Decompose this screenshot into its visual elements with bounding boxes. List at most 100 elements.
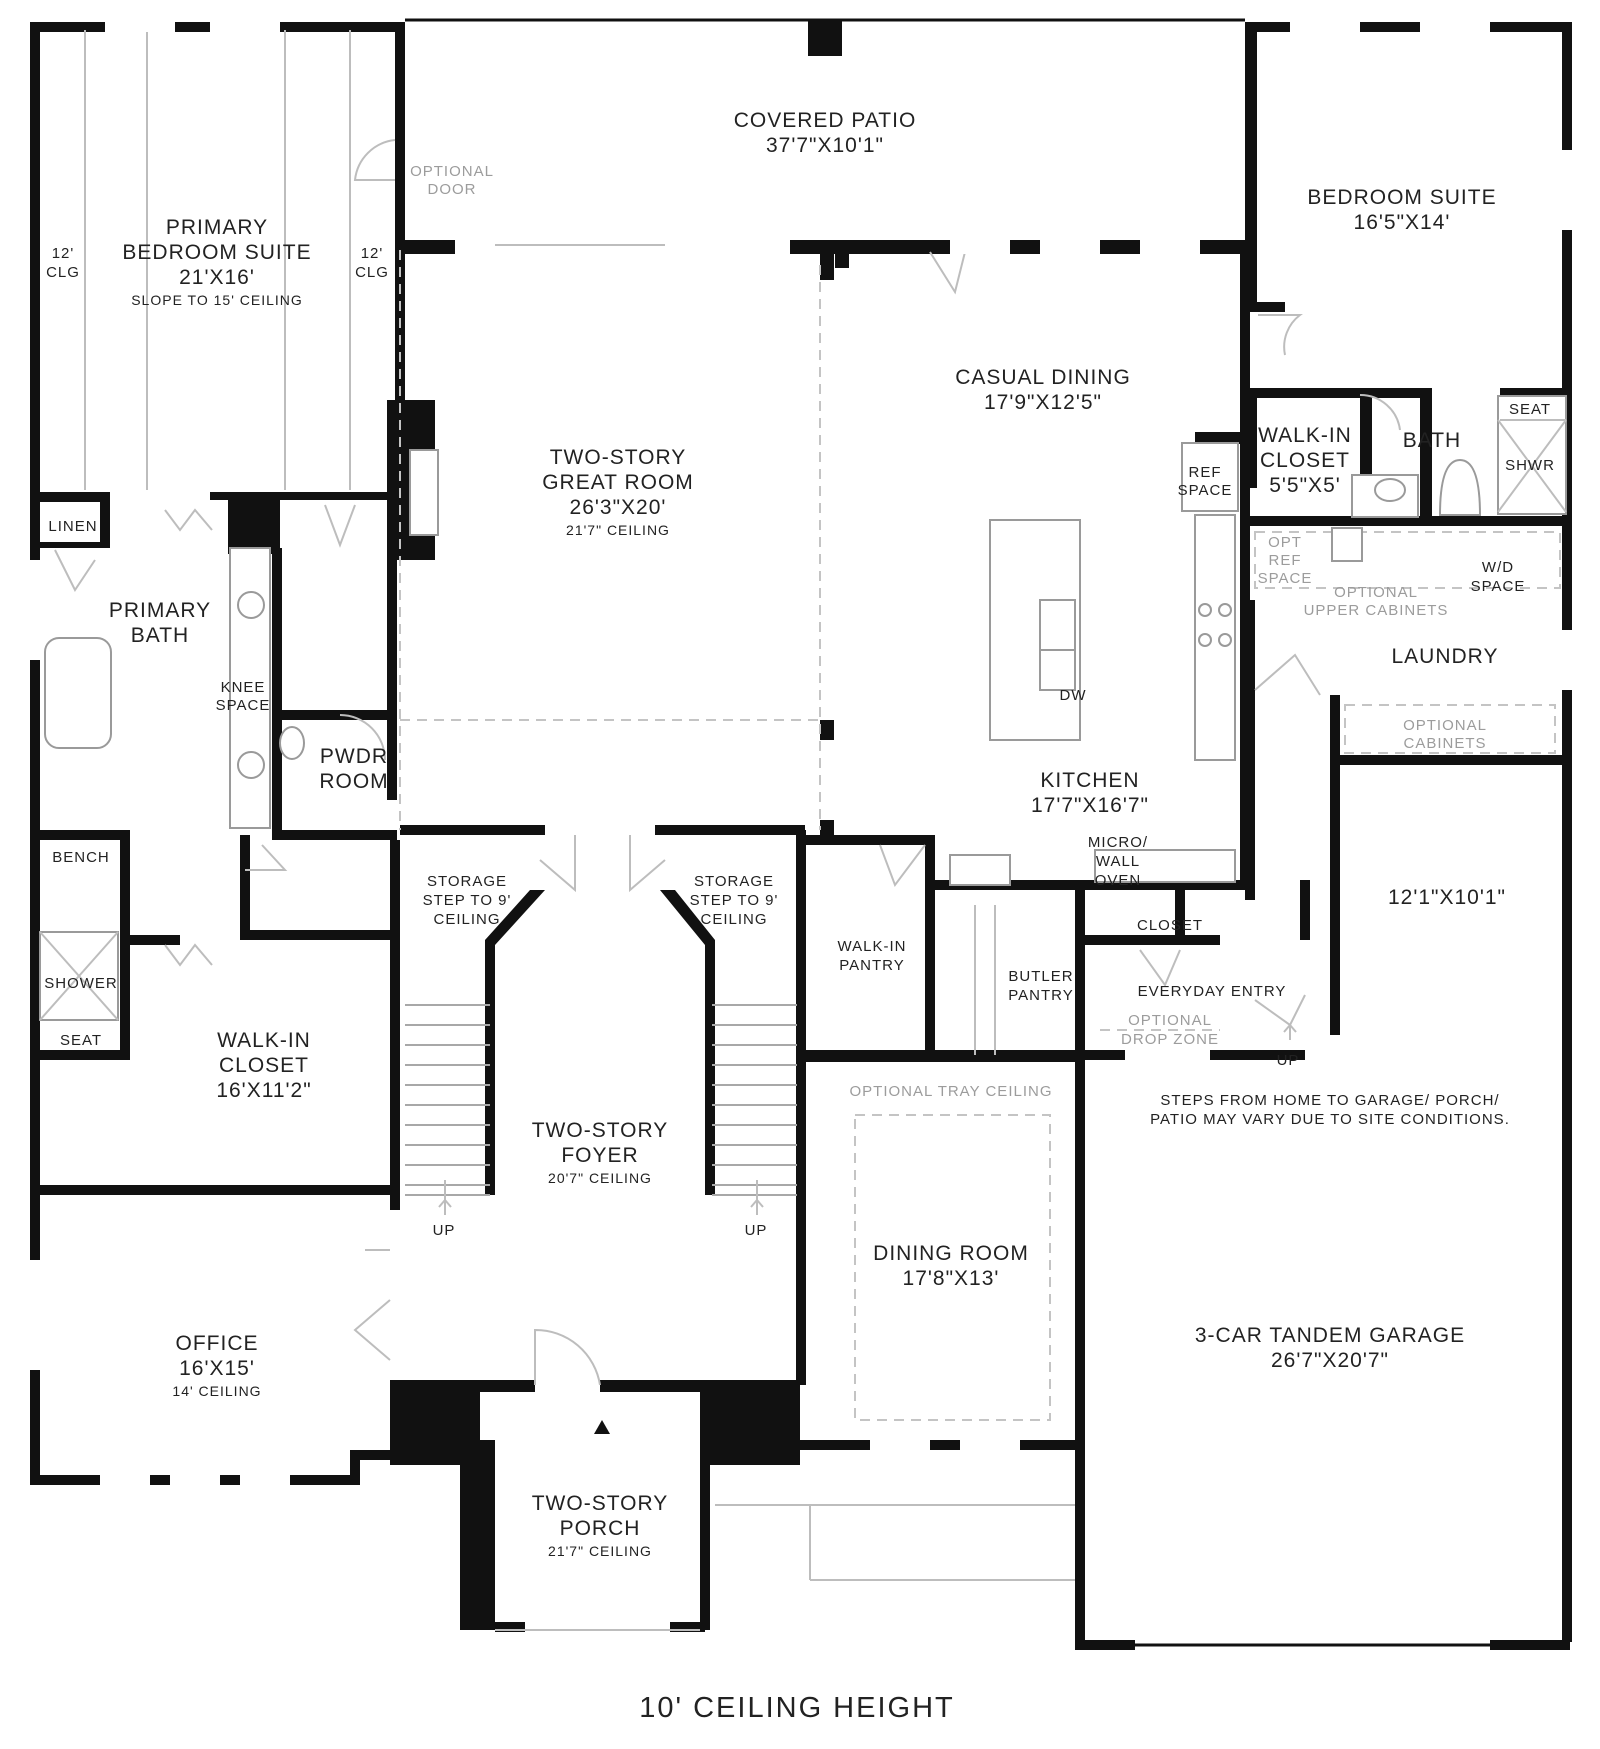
primary-bath-2: BATH [131,624,189,647]
garage-nook-dim: 12'1"X10'1" [1388,886,1506,909]
wd-space-1: W/D [1482,559,1514,576]
kitchen-name: KITCHEN [1040,769,1139,792]
closet-label: CLOSET [1137,917,1203,934]
walkin-closet-small-dim: 5'5"X5' [1269,474,1341,497]
primary-bedroom-line1: PRIMARY [166,216,268,239]
storage-right-2: STEP TO 9' [690,892,779,909]
bedroom-suite-name: BEDROOM SUITE [1307,186,1496,209]
entry-arrow-icon [594,1420,610,1434]
porch-1: TWO-STORY [532,1492,669,1515]
storage-right-3: CEILING [700,911,767,928]
opt-ref-1: OPT [1268,534,1302,551]
up-left: UP [433,1222,456,1239]
clg-left-2: CLG [46,264,80,281]
dining-room-dim: 17'8"X13' [903,1267,1000,1290]
walkin-pantry-1: WALK-IN [838,938,907,955]
casual-dining-name: CASUAL DINING [955,366,1131,389]
great-room-line2: GREAT ROOM [542,471,694,494]
right-stair [712,1004,797,1196]
walkin-pantry-2: PANTRY [839,957,904,974]
garage-dim: 26'7"X20'7" [1271,1349,1389,1372]
up-right: UP [745,1222,768,1239]
bath-name: BATH [1403,429,1461,452]
steps-note-2: PATIO MAY VARY DUE TO SITE CONDITIONS. [1150,1111,1510,1128]
room-labels: COVERED PATIO 37'7"X10'1" OPTIONAL DOOR … [44,109,1555,1559]
foyer-2: FOYER [561,1144,638,1167]
casual-dining-dim: 17'9"X12'5" [984,391,1102,414]
foyer-note: 20'7" CEILING [548,1170,652,1186]
linen-label: LINEN [48,518,97,535]
walkin-closet-small-1: WALK-IN [1258,424,1352,447]
great-room-note: 21'7" CEILING [566,522,670,538]
up-arrow-icons [438,1023,1297,1215]
walkin-closet-small-2: CLOSET [1260,449,1350,472]
porch-note: 21'7" CEILING [548,1543,652,1559]
clg-right-2: CLG [355,264,389,281]
shower-label: SHOWER [44,975,118,992]
ref-space-2: SPACE [1178,482,1233,499]
opt-ref-3: SPACE [1258,570,1313,587]
optional-door-label-2: DOOR [428,181,477,198]
garage-name: 3-CAR TANDEM GARAGE [1195,1324,1465,1347]
pwdr-room-1: PWDR [320,745,388,768]
fireplace [409,449,439,536]
primary-bedroom-line2: BEDROOM SUITE [122,241,311,264]
storage-right-1: STORAGE [694,873,774,890]
optional-door-label: OPTIONAL [410,163,494,180]
ceiling-height-caption: 10' CEILING HEIGHT [639,1692,955,1724]
shwr-label: SHWR [1505,457,1555,474]
windows [28,20,1574,1652]
optional-drop-2: DROP ZONE [1121,1031,1219,1048]
butler-pantry-2: PANTRY [1008,987,1073,1004]
knee-space-2: SPACE [216,697,271,714]
optional-cabinets-1: OPTIONAL [1403,717,1487,734]
bedroom-suite-dim: 16'5"X14' [1354,211,1451,234]
seat-top: SEAT [1509,401,1551,418]
office-name: OFFICE [176,1332,259,1355]
walkin-closet-large-1: WALK-IN [217,1029,311,1052]
opt-ref-2: REF [1269,552,1302,569]
great-room-line1: TWO-STORY [550,446,687,469]
wd-space-2: SPACE [1471,578,1526,595]
door-swings [54,139,1401,1386]
covered-patio-dim: 37'7"X10'1" [766,134,884,157]
great-room-dim: 26'3"X20' [570,496,667,519]
walkin-closet-large-dim: 16'X11'2" [216,1079,311,1102]
office-dim: 16'X15' [179,1357,255,1380]
interior-lines [39,30,1567,1631]
ref-space-1: REF [1189,464,1222,481]
porch-2: PORCH [560,1517,641,1540]
optional-upper-2: UPPER CABINETS [1304,602,1449,619]
up-garage: UP [1277,1052,1300,1069]
seat-bottom: SEAT [60,1032,102,1049]
walkin-closet-large-2: CLOSET [219,1054,309,1077]
butler-pantry-1: BUTLER [1008,968,1073,985]
clg-left-1: 12' [52,245,75,262]
micro-1: MICRO/ [1088,834,1148,851]
primary-bath-1: PRIMARY [109,599,211,622]
knee-space-1: KNEE [221,679,266,696]
everyday-entry: EVERYDAY ENTRY [1138,983,1287,1000]
kitchen-dim: 17'7"X16'7" [1031,794,1149,817]
storage-left-1: STORAGE [427,873,507,890]
steps-note-1: STEPS FROM HOME TO GARAGE/ PORCH/ [1160,1092,1499,1109]
optional-cabinets-2: CABINETS [1403,735,1486,752]
foyer-1: TWO-STORY [532,1119,669,1142]
laundry-name: LAUNDRY [1392,645,1499,668]
optional-drop-1: OPTIONAL [1128,1012,1212,1029]
primary-bedroom-note: SLOPE TO 15' CEILING [131,292,303,308]
clg-right-1: 12' [361,245,384,262]
micro-3: OVEN [1095,872,1142,889]
optional-tray: OPTIONAL TRAY CEILING [850,1083,1053,1100]
dw-label: DW [1060,687,1087,704]
primary-bedroom-dim: 21'X16' [179,266,255,289]
micro-2: WALL [1096,853,1140,870]
bench-label: BENCH [52,849,110,866]
stairs [405,1004,797,1205]
left-stair [405,1004,490,1196]
optional-upper-1: OPTIONAL [1334,584,1418,601]
dining-room-name: DINING ROOM [873,1242,1029,1265]
storage-left-2: STEP TO 9' [423,892,512,909]
walls [30,18,1572,1650]
